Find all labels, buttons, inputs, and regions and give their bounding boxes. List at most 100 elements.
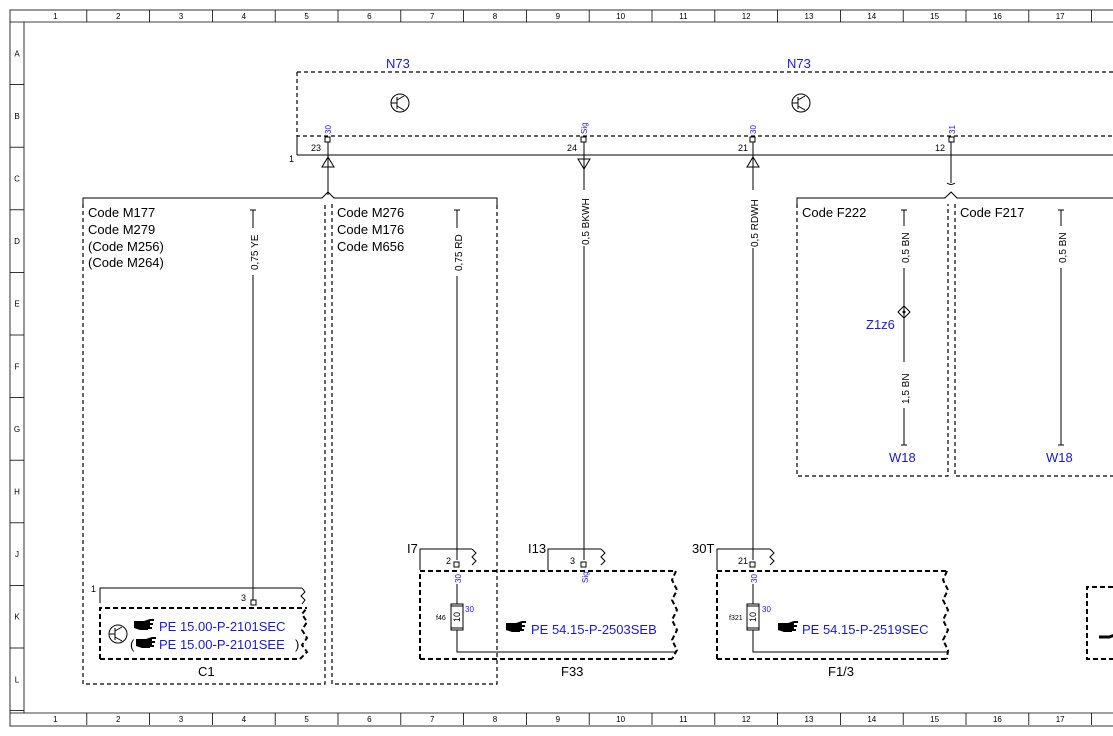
c1-label: C1 bbox=[198, 664, 215, 679]
i13-label: I13 bbox=[528, 541, 546, 556]
wire-label: 0,75 YE bbox=[250, 234, 261, 270]
wire-label: 1,5 BN bbox=[901, 373, 912, 404]
pin-signal: 30 bbox=[749, 125, 758, 134]
wire-bn-f217: 0,5 BN W18 bbox=[1046, 209, 1073, 465]
drawing-frame: 1122334455667788991010111112121313141415… bbox=[9, 9, 1113, 727]
code-label: (Code M264) bbox=[88, 255, 164, 270]
row-label: B bbox=[14, 112, 19, 121]
n73-label-right[interactable]: N73 bbox=[787, 56, 811, 71]
column-label: 3 bbox=[179, 12, 184, 21]
hand-pointer-icon bbox=[506, 621, 526, 632]
column-label: 4 bbox=[242, 12, 247, 21]
pin-signal: 31 bbox=[948, 125, 957, 134]
f33-label: F33 bbox=[561, 664, 583, 679]
code-label: Code M276 bbox=[337, 205, 404, 220]
pin-number: 23 bbox=[311, 143, 321, 153]
connector-strip: 1 23 30 24 Sig 21 30 12 31 bbox=[289, 122, 1113, 560]
code-label: Code F217 bbox=[960, 205, 1024, 220]
wire-label-rdwh: 0,5 RDWH bbox=[750, 199, 761, 247]
wire-label: 0,5 BN bbox=[901, 232, 912, 263]
column-label: 16 bbox=[993, 12, 1002, 21]
wire-label: 0,75 RD bbox=[454, 234, 465, 271]
fuse-name: f321 bbox=[729, 615, 743, 622]
hand-pointer-icon bbox=[134, 619, 154, 630]
f13-label: F1/3 bbox=[828, 664, 854, 679]
row-label: A bbox=[14, 49, 20, 58]
i7-signal: 30 bbox=[454, 574, 463, 583]
column-label: 10 bbox=[616, 12, 625, 21]
transistor-icon bbox=[791, 93, 811, 113]
column-label: 14 bbox=[867, 715, 876, 724]
column-label: 3 bbox=[179, 715, 184, 724]
row-label: G bbox=[14, 425, 20, 434]
ref-link-2[interactable]: PE 15.00-P-2101SEE bbox=[159, 637, 285, 652]
column-label: 7 bbox=[430, 12, 435, 21]
column-label: 11 bbox=[679, 12, 688, 21]
30t-label: 30T bbox=[692, 541, 714, 556]
row-label: K bbox=[14, 613, 20, 622]
wire-bn-f222: 0,5 BN 1,5 BN Z1z6 W18 bbox=[866, 209, 916, 465]
hand-pointer-icon bbox=[778, 621, 798, 632]
ref-link-4[interactable]: PE 54.15-P-2519SEC bbox=[802, 622, 928, 637]
column-label: 2 bbox=[116, 715, 121, 724]
ref-paren-open: ( bbox=[130, 637, 135, 652]
column-label: 8 bbox=[493, 715, 498, 724]
fuse-value: 10 bbox=[748, 612, 758, 622]
column-label: 9 bbox=[556, 715, 561, 724]
code-label: Code M279 bbox=[88, 222, 155, 237]
fuse-amp: 30 bbox=[465, 605, 474, 614]
c1-component: 1 3 PE 15.00-P-2101SEC ( PE 15.00-P-2101… bbox=[91, 584, 309, 679]
z1z6-label[interactable]: Z1z6 bbox=[866, 317, 895, 332]
ref-link-1[interactable]: PE 15.00-P-2101SEC bbox=[159, 619, 285, 634]
fuse-value: 10 bbox=[452, 612, 462, 622]
column-label: 8 bbox=[493, 12, 498, 21]
wire-label: 0,5 BN bbox=[1058, 232, 1069, 263]
pin-signal: Sig bbox=[580, 122, 589, 134]
pin-number: 24 bbox=[567, 143, 577, 153]
column-label: 15 bbox=[930, 715, 939, 724]
splice-icon bbox=[897, 305, 911, 319]
transistor-icon bbox=[390, 93, 410, 113]
column-label: 4 bbox=[242, 715, 247, 724]
w18-label[interactable]: W18 bbox=[1046, 450, 1073, 465]
pin-signal: 30 bbox=[324, 125, 333, 134]
row-label: C bbox=[14, 175, 20, 184]
fuse-name: f46 bbox=[436, 615, 446, 622]
column-label: 7 bbox=[430, 715, 435, 724]
n73-label-left[interactable]: N73 bbox=[386, 56, 410, 71]
c1-pin-1: 1 bbox=[91, 584, 96, 594]
row-label: E bbox=[14, 300, 19, 309]
i7-label: I7 bbox=[407, 541, 418, 556]
ref-link-3[interactable]: PE 54.15-P-2503SEB bbox=[531, 622, 657, 637]
column-label: 6 bbox=[367, 715, 372, 724]
w18-label[interactable]: W18 bbox=[889, 450, 916, 465]
code-label: (Code M256) bbox=[88, 239, 164, 254]
hand-pointer-icon bbox=[136, 637, 156, 648]
column-label: 6 bbox=[367, 12, 372, 21]
wire-rd: 0,75 RD bbox=[454, 209, 465, 560]
column-label: 15 bbox=[930, 12, 939, 21]
row-label: F bbox=[15, 362, 20, 371]
fuse-amp: 30 bbox=[762, 605, 771, 614]
30t-signal: 30 bbox=[750, 574, 759, 583]
column-label: 1 bbox=[53, 715, 58, 724]
column-label: 10 bbox=[616, 715, 625, 724]
column-label: 11 bbox=[679, 715, 688, 724]
column-label: 1 bbox=[53, 12, 58, 21]
code-label: Code M177 bbox=[88, 205, 155, 220]
pin-number: 21 bbox=[738, 143, 748, 153]
column-label: 16 bbox=[993, 715, 1002, 724]
transistor-icon bbox=[108, 624, 128, 644]
ref-paren-close: ) bbox=[295, 637, 299, 652]
column-label: 5 bbox=[304, 715, 309, 724]
connector-pin-1: 1 bbox=[289, 154, 294, 164]
column-label: 17 bbox=[1056, 12, 1065, 21]
f13-component: 30T 21 30 10 f321 30 PE 54.15-P-2519SEC … bbox=[692, 541, 950, 679]
i13-pin: 3 bbox=[570, 556, 575, 566]
column-label: 12 bbox=[742, 12, 751, 21]
f33-component: I7 2 I13 3 30 Sig 10 f46 30 PE 54.15-P-2… bbox=[407, 541, 679, 679]
n73-control-unit: N73 N73 bbox=[296, 56, 1113, 137]
column-label: 9 bbox=[556, 12, 561, 21]
row-label: J bbox=[15, 550, 19, 559]
